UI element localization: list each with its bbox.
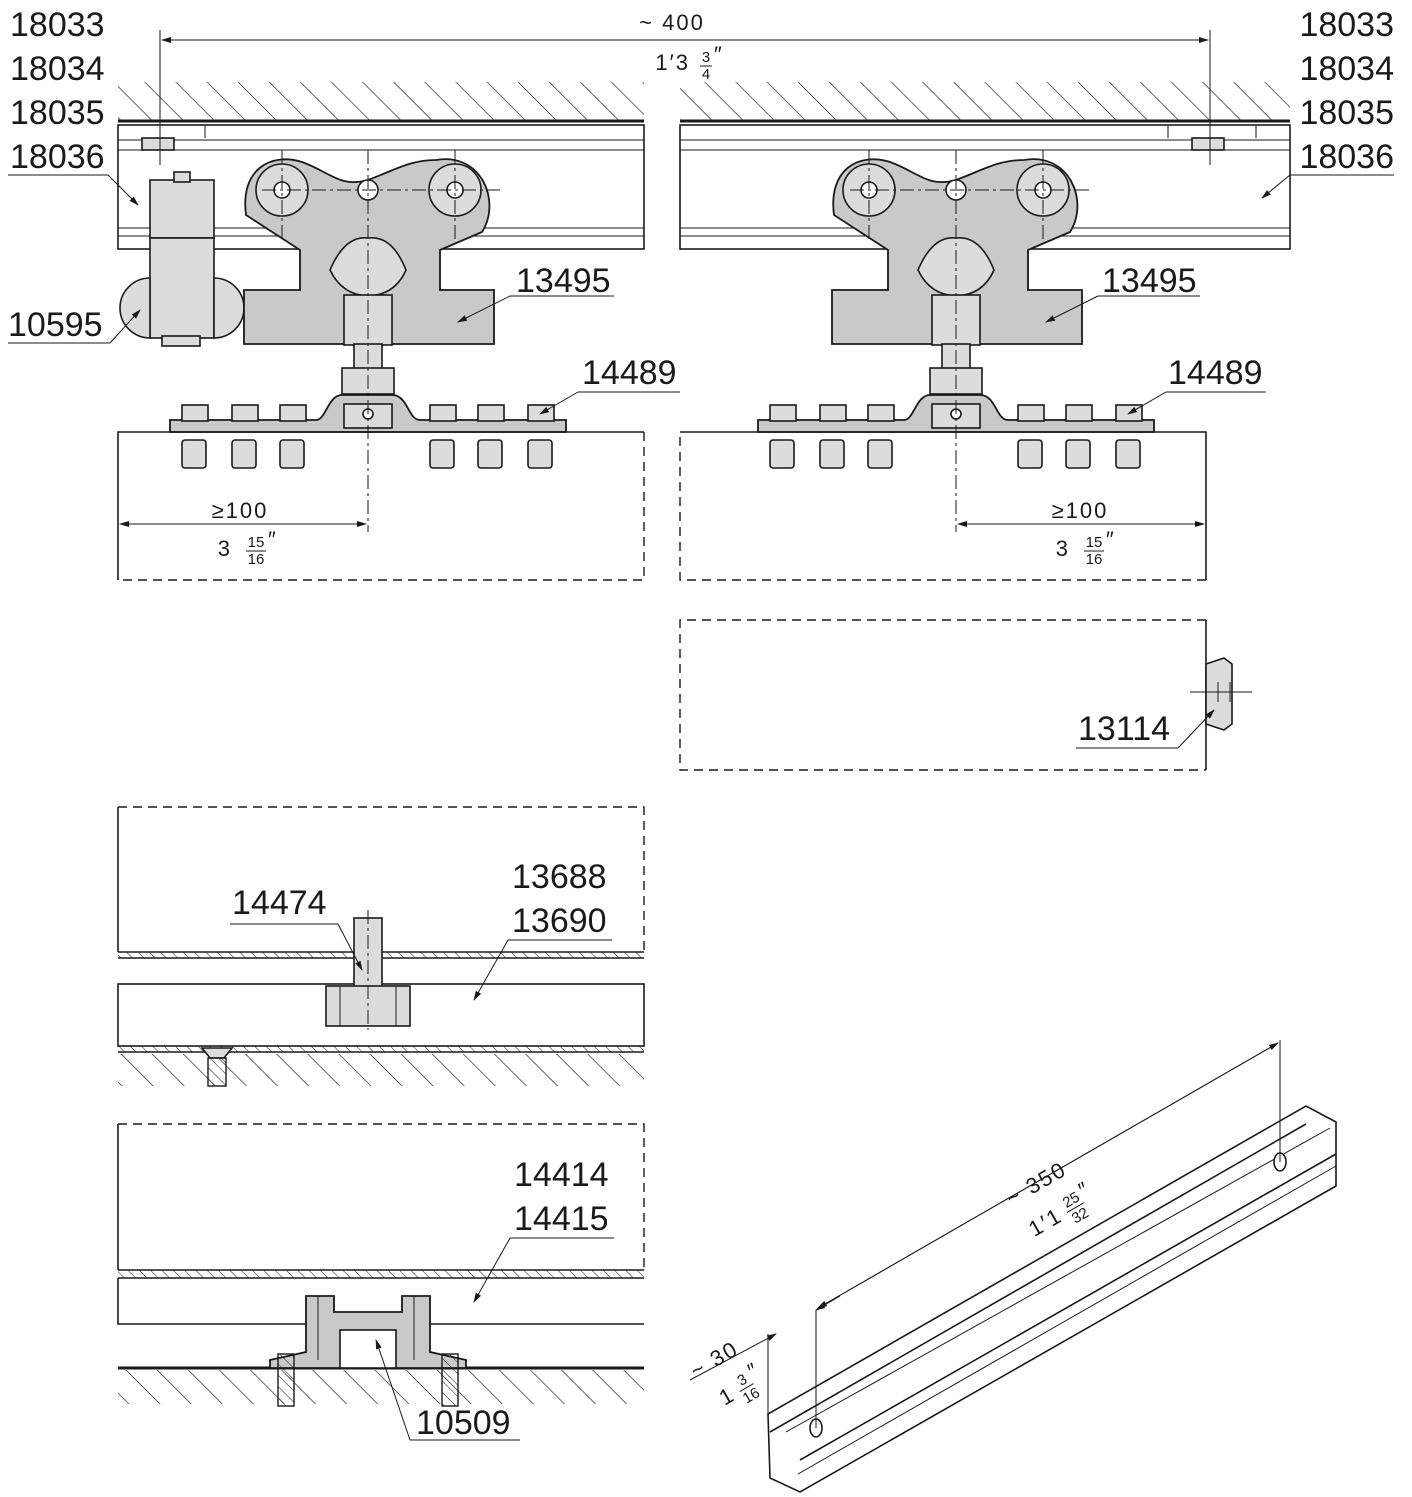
label-rail-a: 14414	[514, 1156, 609, 1194]
top-left-view	[117, 82, 645, 581]
dim-rail-offset-imperial: 1	[715, 1382, 740, 1411]
overall-dimension	[159, 30, 1211, 165]
dim-left-imperial: 3	[218, 536, 232, 561]
label-carriage-right: 13495	[1102, 262, 1197, 300]
label-top-left-4: 18036	[10, 138, 105, 176]
dim-left-metric: ≥100	[212, 498, 269, 523]
label-floor-guide-a: 13688	[512, 858, 607, 896]
label-top-right-3: 18035	[1299, 94, 1394, 132]
dim-left-num: 15	[248, 534, 265, 551]
dim-left-den: 16	[248, 551, 265, 568]
label-stop: 13114	[1078, 710, 1170, 748]
label-top-left-3: 18035	[10, 94, 105, 132]
dim-rail-offset: ~ 30 1 3 16 ″	[686, 1336, 765, 1411]
dim-overall-imperial: 1′3	[655, 50, 690, 75]
label-top-left-2: 18034	[10, 50, 105, 88]
floor-guide-2	[117, 1123, 645, 1407]
dim-right-unit: ″	[1106, 527, 1116, 552]
top-right-view	[679, 82, 1291, 581]
label-top-right-2: 18034	[1299, 50, 1394, 88]
dim-rail-length-den: 32	[1069, 1204, 1092, 1227]
dim-right-metric: ≥100	[1052, 498, 1109, 523]
label-pin: 14474	[232, 884, 327, 922]
dim-rail-length-metric: ~ 350	[1002, 1156, 1071, 1210]
floor-guide-1	[117, 806, 645, 1087]
dim-right-imperial: 3	[1056, 536, 1070, 561]
label-guide-10509: 10509	[416, 1404, 511, 1442]
label-floor-guide-b: 13690	[512, 902, 607, 940]
leader-lines	[8, 174, 1394, 1441]
dim-rail-length-imperial: 1′1	[1024, 1203, 1066, 1242]
dim-rail-offset-den: 16	[740, 1384, 763, 1407]
label-top-right-4: 18036	[1299, 138, 1394, 176]
label-plate-right: 14489	[1168, 354, 1263, 392]
label-guide-10595: 10595	[8, 306, 103, 344]
dim-overall-metric: ~ 400	[639, 10, 705, 35]
dim-left-unit: ″	[268, 527, 278, 552]
dim-right-num: 15	[1086, 534, 1103, 551]
label-top-left-1: 18033	[10, 6, 105, 44]
dim-rail-length-num: 25	[1060, 1189, 1083, 1212]
dim-overall-num: 3	[702, 49, 710, 66]
dim-overall-den: 4	[702, 66, 710, 83]
label-carriage-left: 13495	[516, 262, 611, 300]
rail-profile	[689, 1040, 1337, 1493]
label-rail-b: 14415	[514, 1200, 609, 1238]
dim-right-den: 16	[1086, 551, 1103, 568]
label-plate-left: 14489	[582, 354, 677, 392]
label-top-right-1: 18033	[1299, 6, 1394, 44]
dim-overall-unit: ″	[714, 42, 724, 67]
